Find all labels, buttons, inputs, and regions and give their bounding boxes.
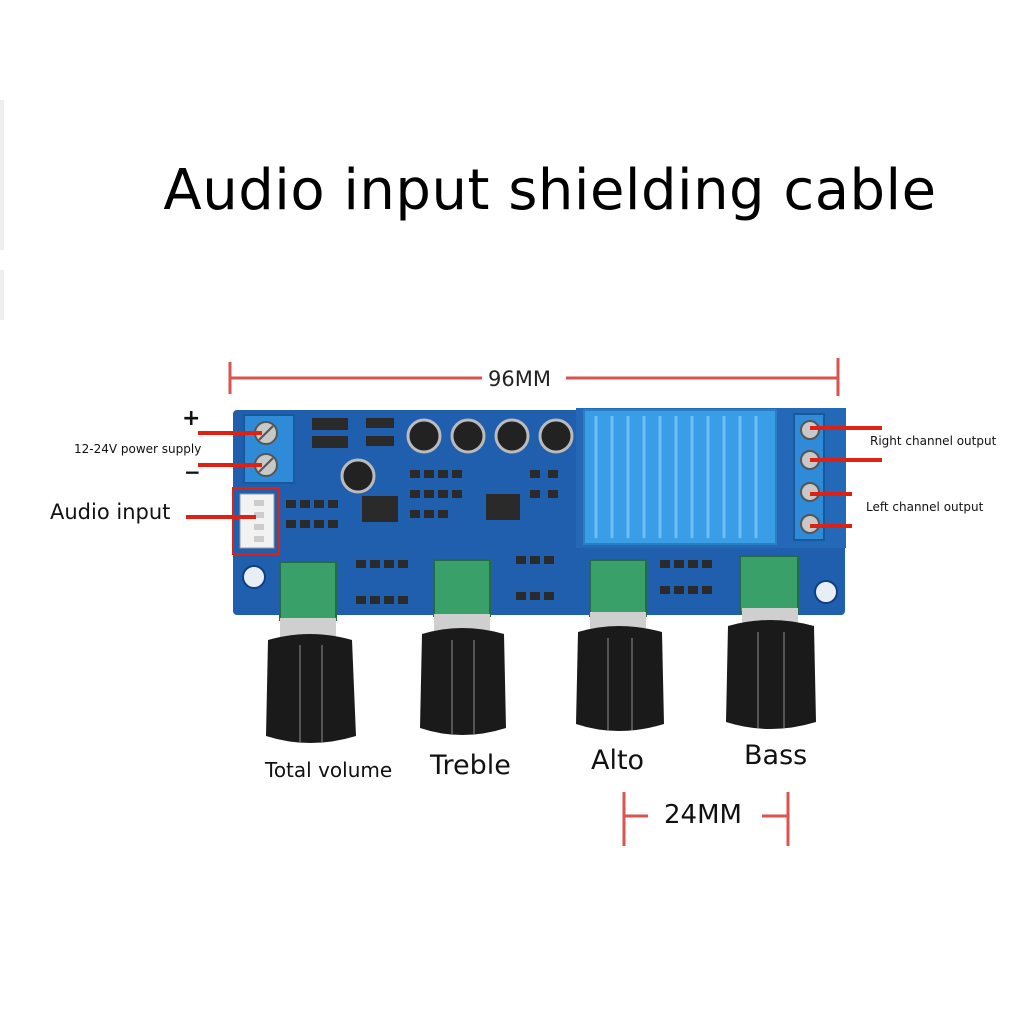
audio-input-connector <box>232 487 280 555</box>
width-dimension <box>228 358 840 396</box>
capacitors <box>340 418 574 494</box>
heatsink <box>583 409 777 545</box>
knobs <box>266 608 816 743</box>
total-volume-label: Total volume <box>265 758 393 782</box>
power-supply-label: 12-24V power supply <box>74 442 202 456</box>
knob-spacing-dimension <box>622 792 790 846</box>
alto-label: Alto <box>591 745 645 776</box>
width-dimension-label: 96MM <box>488 367 551 391</box>
potentiometers <box>279 555 799 621</box>
power-terminal <box>243 414 295 484</box>
small-components <box>286 418 712 604</box>
minus-sign: − <box>184 460 201 484</box>
left-channel-output-label: Left channel output <box>866 500 984 514</box>
page-title: Audio input shielding cable <box>163 158 937 223</box>
left-edge-strip <box>0 100 4 250</box>
plus-sign: + <box>182 406 201 431</box>
output-terminal <box>793 413 825 541</box>
audio-input-label: Audio input <box>50 500 171 524</box>
left-edge-strip-2 <box>0 270 4 320</box>
bass-label: Bass <box>744 740 808 771</box>
right-channel-output-label: Right channel output <box>870 434 997 448</box>
treble-label: Treble <box>430 750 511 781</box>
knob-spacing-label: 24MM <box>664 800 742 830</box>
leader-lines <box>186 426 882 528</box>
